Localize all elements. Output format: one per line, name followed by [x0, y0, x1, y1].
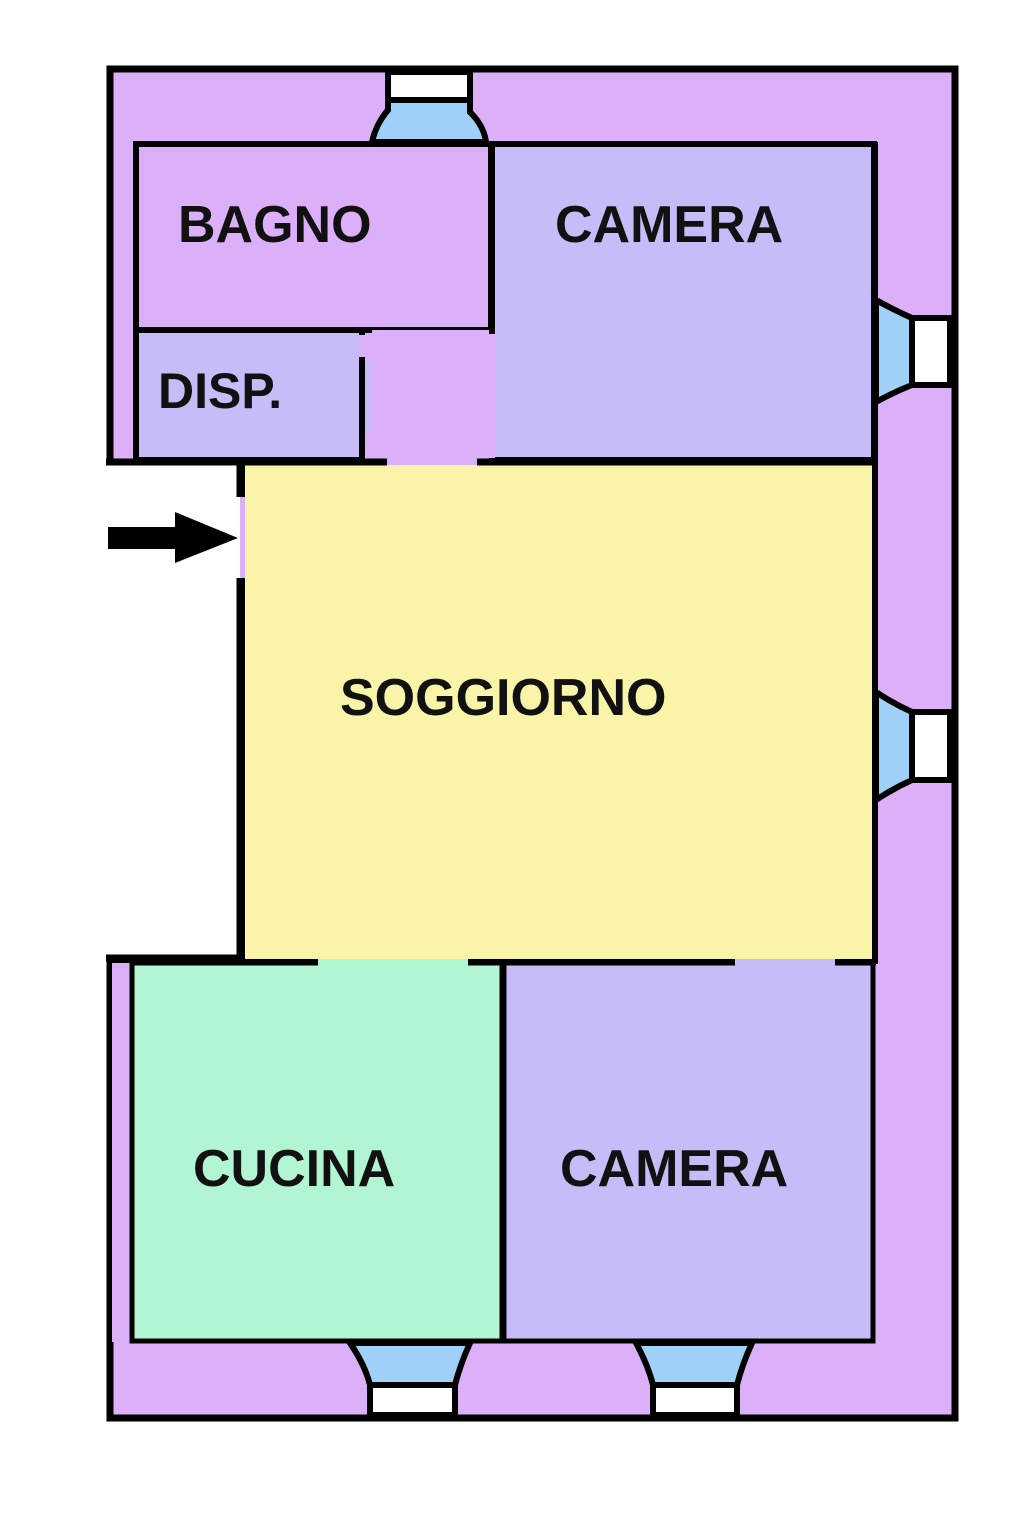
label-camera-top: CAMERA: [555, 196, 783, 254]
room-soggiorno: [245, 465, 873, 961]
arrow-right-icon: [108, 512, 238, 563]
corridor: [362, 330, 491, 462]
door-opening: [735, 959, 835, 967]
label-bagno: BAGNO: [178, 196, 372, 254]
room-camera-bottom: [501, 960, 876, 1344]
room-disp: [133, 327, 365, 463]
window-top: [368, 69, 490, 145]
label-camera-bottom: CAMERA: [560, 1140, 788, 1198]
window-right-2: [873, 686, 953, 806]
label-cucina: CUCINA: [193, 1140, 395, 1198]
side-strip: [112, 960, 130, 1342]
door-opening: [489, 334, 495, 458]
door-opening: [387, 457, 477, 465]
label-disp: DISP.: [158, 363, 282, 419]
room-camera-top: [489, 141, 877, 463]
door-opening: [365, 362, 371, 430]
window-bottom-1: [344, 1340, 475, 1418]
room-bagno: [133, 141, 494, 333]
door-opening: [359, 335, 365, 357]
window-right-1: [873, 294, 953, 408]
door-opening: [318, 959, 468, 967]
window-bottom-2: [630, 1340, 757, 1418]
label-soggiorno: SOGGIORNO: [340, 669, 666, 727]
